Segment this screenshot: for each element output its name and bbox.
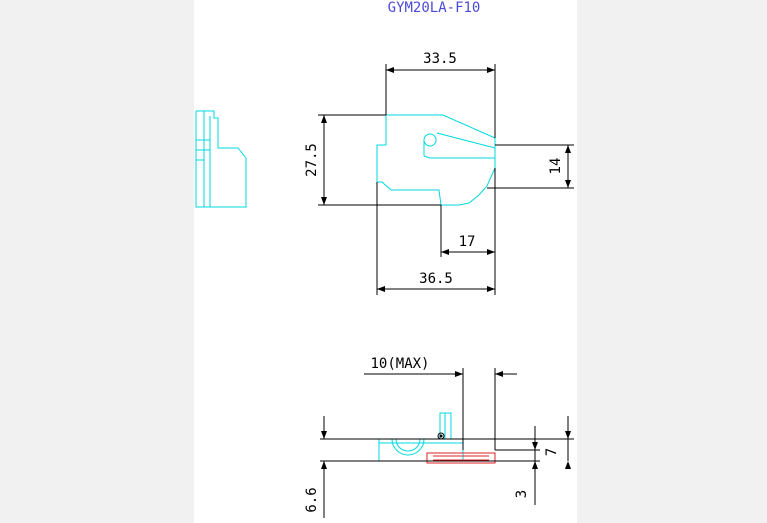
side-profile-outline (195, 110, 247, 208)
dim-width-17: 17 (459, 234, 476, 250)
side-view-outline (378, 412, 464, 462)
side-view-arrowheads (321, 371, 571, 469)
top-view-dimensions (318, 64, 574, 295)
drawing-title: GYM20LA-F10 (388, 0, 481, 16)
dim-height-6-6: 6.6 (304, 487, 320, 512)
dim-width-33-5: 33.5 (423, 51, 457, 67)
dim-depth-3: 3 (514, 490, 530, 498)
dim-gap-10-max: 10(MAX) (370, 356, 429, 372)
dim-width-36-5: 36.5 (419, 271, 453, 287)
section-detail (426, 452, 496, 464)
top-view-arrowheads (321, 67, 571, 292)
top-view-outline (376, 114, 496, 206)
section-hub (437, 432, 445, 440)
side-view-dimensions (320, 368, 574, 518)
dim-height-27-5: 27.5 (304, 143, 320, 177)
dim-height-7: 7 (544, 448, 560, 456)
dim-height-14: 14 (548, 158, 564, 175)
